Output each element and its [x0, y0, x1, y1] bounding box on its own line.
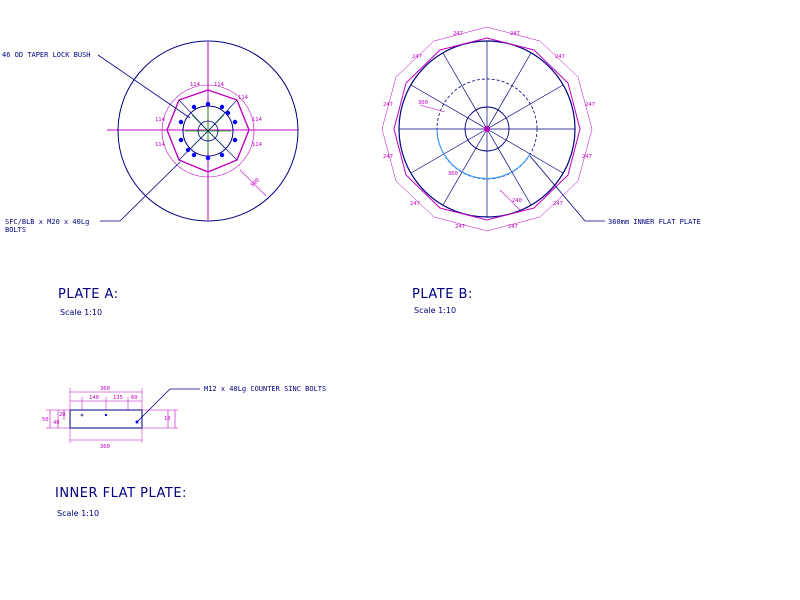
dim-label: 140	[89, 395, 99, 401]
callout-bolts-line2: BOLTS	[5, 226, 26, 234]
dim-label: 40	[53, 420, 60, 426]
bolt-hole	[232, 119, 238, 125]
dim-label: 50	[42, 417, 49, 423]
bolt-hole	[178, 137, 184, 143]
bolt-hole	[219, 104, 225, 110]
dim-label: 114	[252, 117, 263, 123]
plate-a-dimension-ring	[161, 84, 255, 178]
callout-inner-flat-plate: 360mm INNER FLAT PLATE	[608, 218, 701, 226]
dim-label: 240	[512, 198, 522, 204]
dim-label: 114	[190, 82, 201, 88]
inner-flat-plate-scale: Scale 1:10	[57, 509, 99, 518]
bolt-hole	[80, 413, 84, 417]
plate-a: 114 114 114 114 114 114 114 500 46 OD TA…	[2, 40, 299, 317]
dim-label: 500	[250, 177, 261, 188]
bolt-hole	[205, 101, 211, 107]
bolt-hole	[105, 414, 107, 416]
dim-label: 114	[238, 95, 249, 101]
plate-b-title: PLATE B:	[412, 287, 473, 302]
dim-label: 114	[214, 82, 225, 88]
bolt-hole	[185, 147, 191, 153]
dim-label: 300	[418, 100, 428, 106]
inner-flat-plate-title: INNER FLAT PLATE:	[55, 486, 187, 501]
dim-label: 114	[155, 117, 166, 123]
plate-b: 247 247 247 247 247 247 247 247 247 247 …	[381, 26, 701, 315]
plate-b-scale: Scale 1:10	[414, 306, 456, 315]
callout-counter-sink-bolts: M12 x 40Lg COUNTER SINC BOLTS	[204, 385, 326, 393]
bolt-hole	[219, 152, 225, 158]
dim-label: 247	[410, 201, 420, 207]
dim-label: 60	[131, 395, 138, 401]
plate-a-scale: Scale 1:10	[60, 308, 102, 317]
inner-flat-plate: 360 140 135 60 50 40 20 10 360 M12 x 40L…	[42, 385, 326, 518]
callout-bolts-line1: SFC/BLB x M20 x 40Lg	[5, 218, 89, 226]
bolt-hole	[205, 155, 211, 161]
dim-label: 360	[100, 386, 110, 392]
plate-a-bolts	[178, 101, 238, 161]
dim-label: 247	[412, 54, 422, 60]
bolt-hole	[191, 152, 197, 158]
bolt-hole	[178, 119, 184, 125]
dim-label: 114	[252, 142, 263, 148]
dim-label: 10	[164, 416, 171, 422]
dim-label: 247	[582, 154, 592, 160]
dim-label: 247	[383, 102, 393, 108]
dim-label: 247	[383, 154, 393, 160]
dim-label: 114	[155, 142, 166, 148]
bolt-hole	[225, 110, 231, 116]
callout-taper-lock-bush: 46 OD TAPER LOCK BUSH	[2, 51, 91, 59]
dim-label: 247	[555, 54, 565, 60]
dim-label: 247	[455, 224, 465, 230]
flat-plate-outline	[69, 409, 143, 429]
dim-label: 360	[100, 444, 110, 450]
dim-label: 247	[508, 224, 518, 230]
dim-label: 247	[453, 31, 463, 37]
plate-a-title: PLATE A:	[58, 287, 119, 302]
dim-label: 247	[585, 102, 595, 108]
bolt-hole	[191, 104, 197, 110]
dim-label: 247	[510, 31, 520, 37]
dim-label: 247	[553, 201, 563, 207]
dim-label: 20	[59, 412, 66, 418]
dim-label: 360	[448, 171, 458, 177]
dim-label: 135	[113, 395, 123, 401]
bolt-hole	[232, 137, 238, 143]
plate-a-outer-circle	[117, 40, 299, 222]
